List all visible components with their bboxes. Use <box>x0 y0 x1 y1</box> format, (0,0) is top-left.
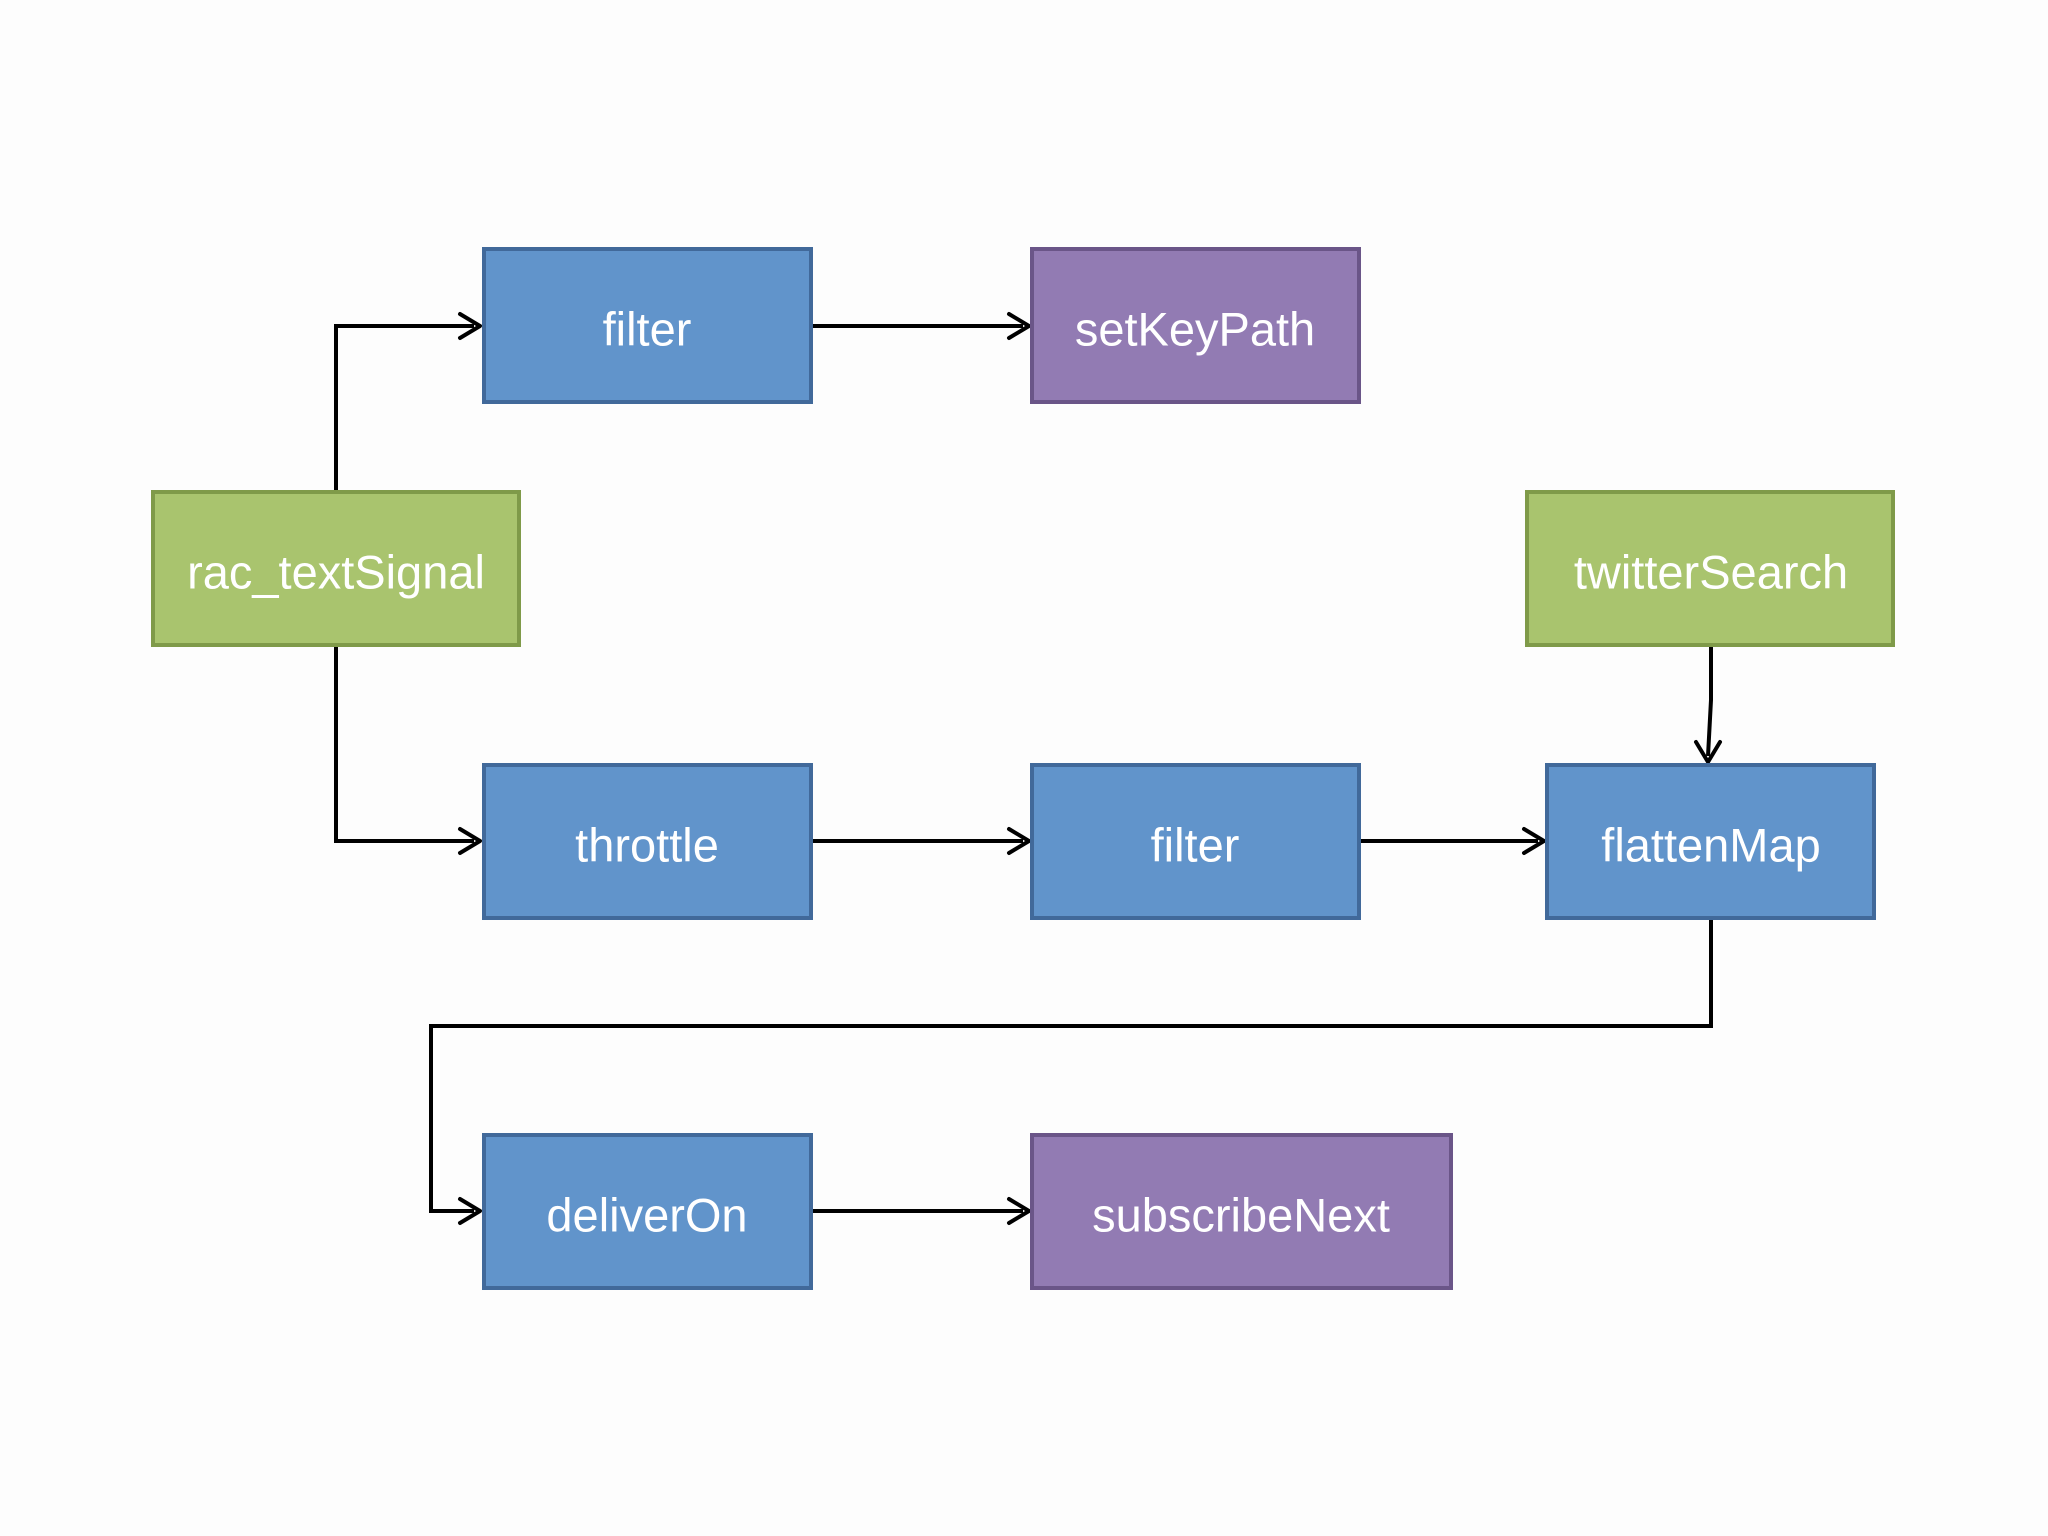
node-twittersearch-label: twitterSearch <box>1574 546 1848 599</box>
edge-flattenmap-to-deliveron <box>429 918 1713 1225</box>
node-deliveron: deliverOn <box>482 1133 813 1290</box>
node-rac-textsignal: rac_textSignal <box>151 490 521 647</box>
node-subscribenext: subscribeNext <box>1030 1133 1453 1290</box>
edge-deliveron-to-subscribenext <box>811 1197 1031 1225</box>
node-throttle: throttle <box>482 763 813 920</box>
edge-twittersearch-to-flattenmap <box>1694 645 1722 764</box>
node-setkeypath-label: setKeyPath <box>1075 303 1315 356</box>
node-setkeypath: setKeyPath <box>1030 247 1361 404</box>
node-flattenmap: flattenMap <box>1545 763 1876 920</box>
edge-filter-top-to-setkeypath <box>811 312 1031 340</box>
node-filter-top-label: filter <box>603 303 692 356</box>
edge-throttle-to-filter-middle <box>811 827 1031 855</box>
node-subscribenext-label: subscribeNext <box>1092 1189 1390 1242</box>
edge-filter-middle-to-flattenmap <box>1359 827 1546 855</box>
node-filter-middle-label: filter <box>1151 819 1240 872</box>
edge-rac-textsignal-to-throttle <box>334 645 482 855</box>
node-twittersearch: twitterSearch <box>1525 490 1895 647</box>
node-flattenmap-label: flattenMap <box>1601 819 1820 872</box>
node-filter-middle: filter <box>1030 763 1361 920</box>
edge-rac-textsignal-to-filter-top <box>334 312 482 492</box>
node-rac-textsignal-label: rac_textSignal <box>187 546 485 599</box>
node-deliveron-label: deliverOn <box>546 1189 747 1242</box>
node-throttle-label: throttle <box>575 819 719 872</box>
node-filter-top: filter <box>482 247 813 404</box>
